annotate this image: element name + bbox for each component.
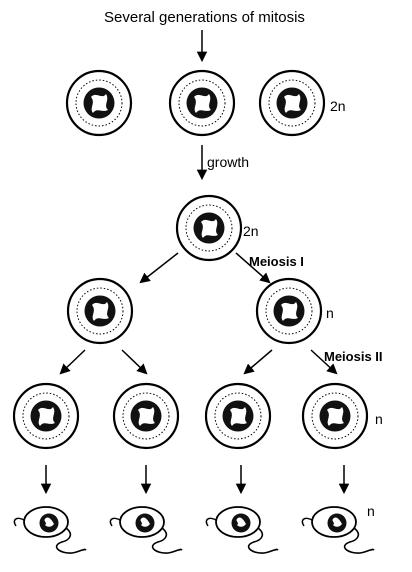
spermatid-cell-3 xyxy=(204,382,272,450)
growth-label: growth xyxy=(207,154,249,170)
meiosis2-arrow-3 xyxy=(243,349,273,375)
spermatid-cell-1 xyxy=(12,382,80,450)
secondary-cell-left xyxy=(66,277,134,345)
primary-cell xyxy=(175,194,243,262)
meiosis2-arrow-1 xyxy=(59,349,86,375)
ploidy-label-n-row4: n xyxy=(375,411,383,427)
meiosis1-arrow-left xyxy=(139,252,179,284)
ploidy-label-2n-row2: 2n xyxy=(243,223,259,239)
sperm-cell-1 xyxy=(13,506,87,554)
ploidy-label-n-row3: n xyxy=(326,305,334,321)
meiosis2-arrow-2 xyxy=(121,349,148,375)
spermatid-cell-2 xyxy=(112,382,180,450)
sperm-cell-4 xyxy=(301,506,375,554)
meiosis1-arrow-right xyxy=(235,252,271,284)
spermatogonium-cell-2 xyxy=(168,69,236,137)
sperm-cell-2 xyxy=(109,506,183,554)
spermatogonium-cell-3 xyxy=(258,69,326,137)
sperm-cell-3 xyxy=(205,506,279,554)
ploidy-label-2n-row1: 2n xyxy=(330,98,346,114)
meiosis-2-label: Meiosis II xyxy=(324,349,383,364)
diagram-title: Several generations of mitosis xyxy=(104,9,305,26)
meiosis2-arrow-4 xyxy=(310,349,338,375)
secondary-cell-right xyxy=(255,277,323,345)
spermatid-cell-4 xyxy=(301,382,369,450)
ploidy-label-n-sperm: n xyxy=(367,503,375,519)
meiosis-1-label: Meiosis I xyxy=(249,254,304,269)
spermatogonium-cell-1 xyxy=(65,69,133,137)
